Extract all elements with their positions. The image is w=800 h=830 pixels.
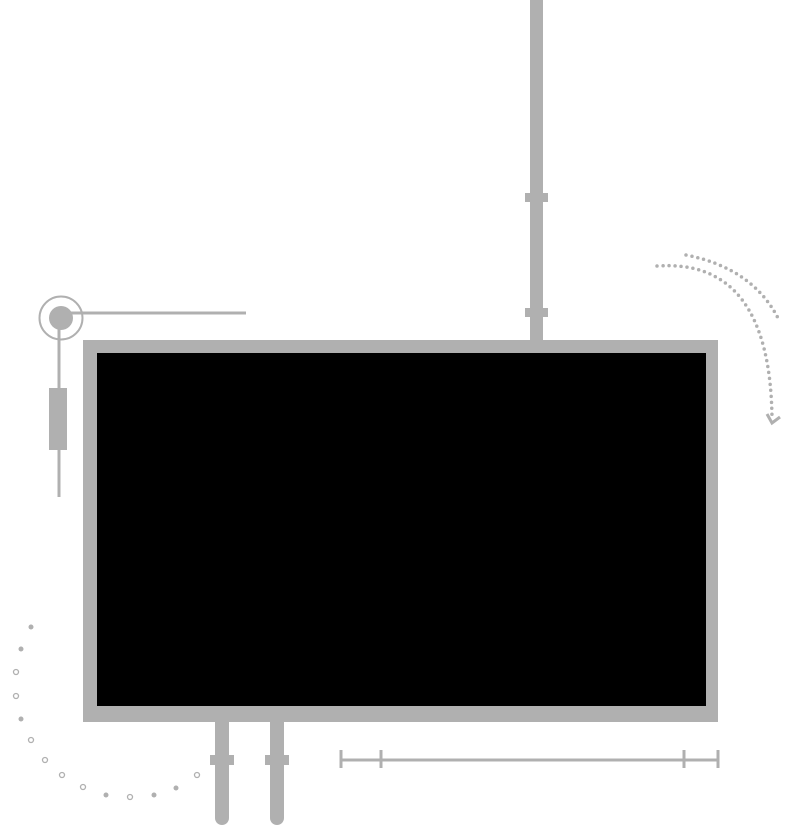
scale-bar xyxy=(339,750,720,768)
hollow-dot xyxy=(12,692,20,700)
pole-bracket-upper xyxy=(525,193,548,202)
hollow-dot xyxy=(79,783,87,791)
sensor-dot-icon xyxy=(49,306,73,330)
hollow-dot xyxy=(58,771,66,779)
sensor-cable xyxy=(38,295,246,497)
filled-dot xyxy=(28,624,34,630)
hollow-dot xyxy=(193,771,201,779)
display-screen xyxy=(97,353,706,706)
filled-dot xyxy=(18,646,24,652)
sensor-ring-icon xyxy=(38,295,84,341)
hollow-dot xyxy=(126,793,134,801)
hollow-dot xyxy=(41,756,49,764)
filled-dot xyxy=(173,785,179,791)
pole-bracket-lower xyxy=(525,308,548,317)
cable-connector xyxy=(49,388,67,450)
hollow-dot xyxy=(27,736,35,744)
ceiling-pole xyxy=(525,0,548,353)
leg-left xyxy=(215,722,229,825)
arrowhead-icon xyxy=(765,413,781,426)
filled-dot xyxy=(103,792,109,798)
hollow-dot xyxy=(12,668,20,676)
display-legs xyxy=(210,722,289,825)
dotted-arc xyxy=(12,624,201,801)
filled-dot xyxy=(151,792,157,798)
leg-right xyxy=(270,722,284,825)
filled-dot xyxy=(18,716,24,722)
rotate-arrow-icon xyxy=(655,253,780,420)
